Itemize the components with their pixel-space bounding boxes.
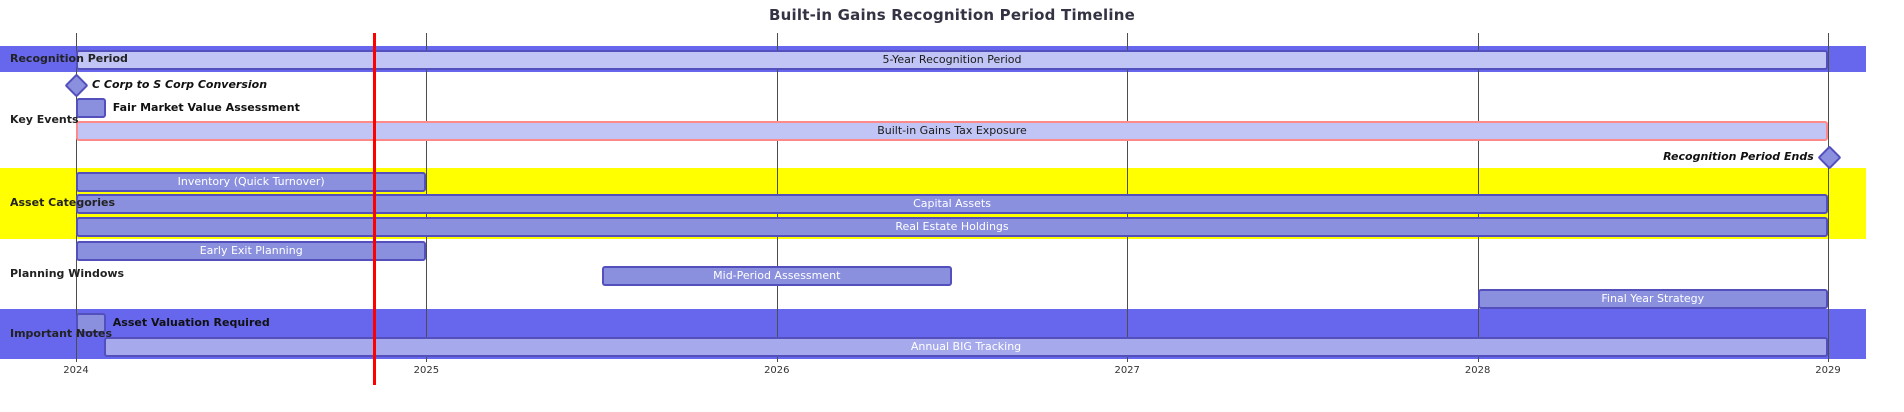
task-label-real-estate-holdings: Real Estate Holdings	[895, 220, 1009, 233]
task-label-asset-valuation-required: Asset Valuation Required	[112, 316, 270, 329]
task-label-inventory-quick-turnover: Inventory (Quick Turnover)	[177, 174, 325, 188]
axis-label-2024: 2024	[63, 365, 89, 376]
task-bar-early-exit-planning	[76, 241, 427, 261]
task-label-annual-big-tracking: Annual BIG Tracking	[910, 340, 1022, 353]
axis-label-2029: 2029	[1815, 365, 1841, 376]
task-bar-fair-market-value-assessment	[76, 98, 106, 118]
section-label-recognition-period: Recognition Period	[10, 52, 128, 65]
section-label-key-events: Key Events	[10, 113, 79, 126]
task-bar-final-year-strategy	[1477, 289, 1828, 309]
milestone-c-corp-to-s-corp-conversion	[63, 72, 89, 98]
task-label-early-exit-planning: Early Exit Planning	[199, 244, 303, 257]
task-label-final-year-strategy: Final Year Strategy	[1601, 292, 1705, 305]
milestone-label-recognition-period-ends: Recognition Period Ends	[1663, 150, 1814, 163]
gridline-2029	[1828, 33, 1829, 362]
section-label-important-notes: Important Notes	[10, 327, 113, 340]
axis-label-2025: 2025	[413, 365, 440, 376]
axis-label-2028: 2028	[1464, 365, 1491, 376]
task-bar-5-year-recognition-period	[76, 50, 1828, 70]
today-line	[373, 33, 377, 385]
task-bar-capital-assets	[76, 194, 1828, 214]
chart-title: Built-in Gains Recognition Period Timeli…	[769, 6, 1135, 24]
task-label-built-in-gains-tax-exposure: Built-in Gains Tax Exposure	[877, 124, 1027, 137]
task-label-5-year-recognition-period: 5-Year Recognition Period	[882, 53, 1022, 66]
task-bar-inventory-quick-turnover	[76, 171, 427, 192]
task-bar-mid-period-assessment	[601, 265, 952, 286]
task-bar-asset-valuation-required	[76, 313, 106, 333]
milestone-recognition-period-ends	[1817, 144, 1842, 170]
task-label-mid-period-assessment: Mid-Period Assessment	[713, 268, 841, 282]
axis-label-2026: 2026	[764, 365, 790, 376]
task-label-fair-market-value-assessment: Fair Market Value Assessment	[112, 101, 300, 114]
axis-label-2027: 2027	[1114, 365, 1140, 376]
task-bar-built-in-gains-tax-exposure	[76, 121, 1828, 141]
task-label-capital-assets: Capital Assets	[913, 197, 991, 210]
task-bar-real-estate-holdings	[76, 217, 1828, 237]
task-bar-annual-big-tracking	[104, 337, 1828, 357]
section-label-asset-categories: Asset Categories	[10, 196, 116, 210]
section-label-planning-windows: Planning Windows	[10, 267, 125, 280]
milestone-label-c-corp-to-s-corp-conversion: C Corp to S Corp Conversion	[92, 78, 268, 91]
